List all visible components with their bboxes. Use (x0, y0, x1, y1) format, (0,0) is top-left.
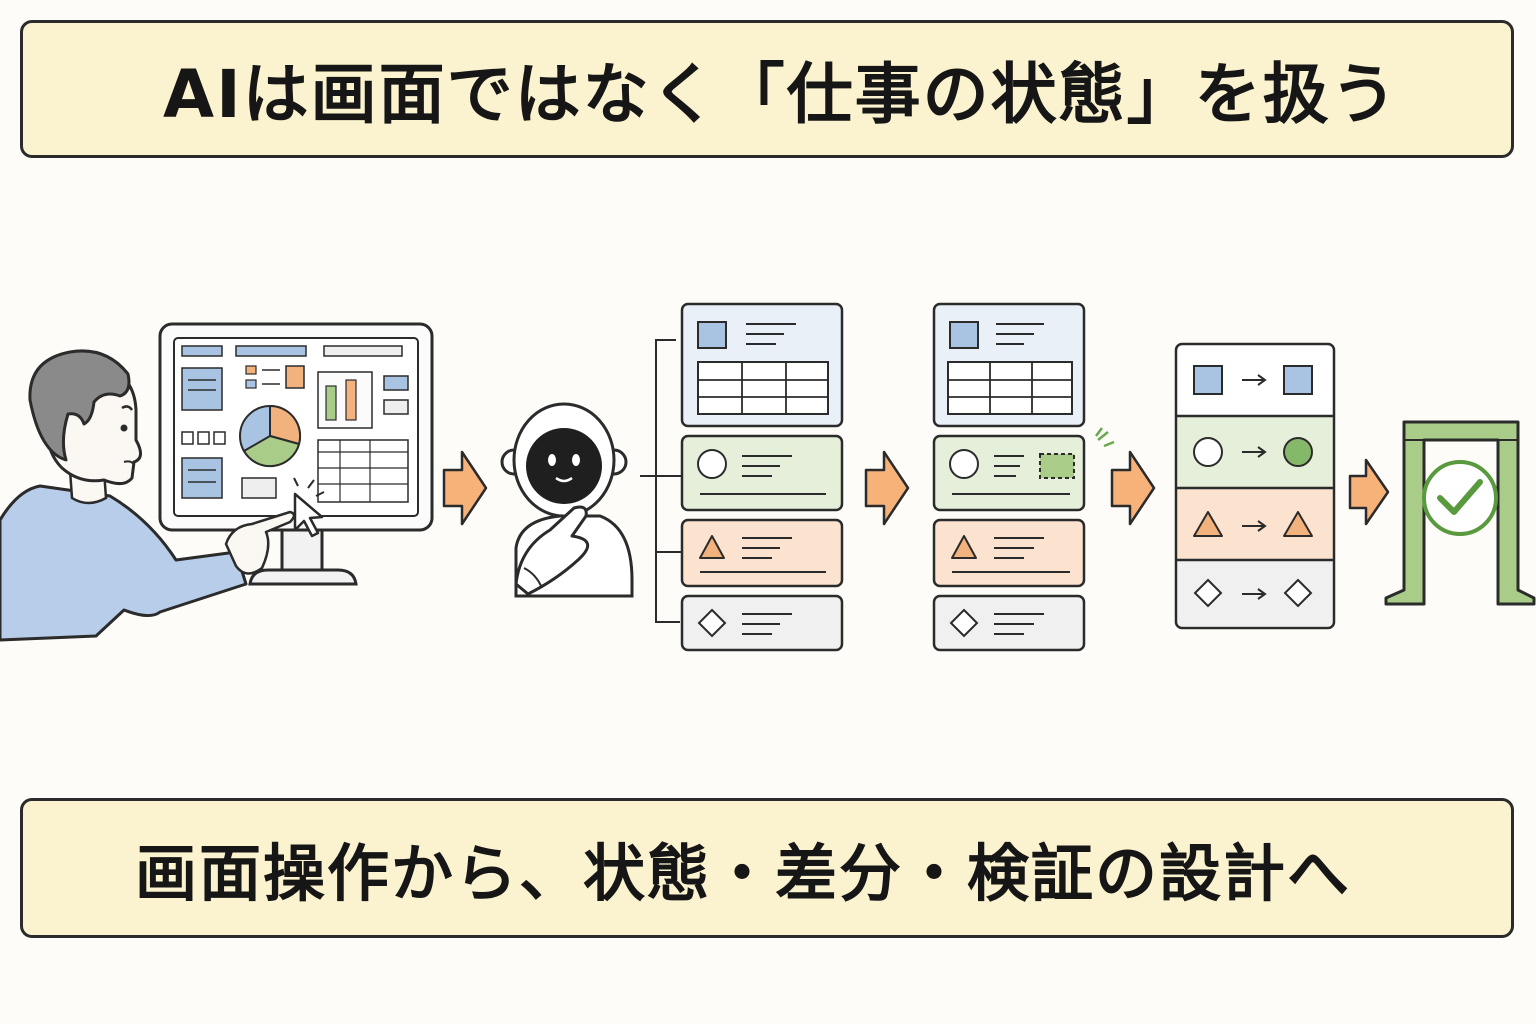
caption-banner: 画面操作から、状態・差分・検証の設計へ (20, 798, 1514, 938)
state-stack-structured (640, 302, 844, 652)
workflow-diagram (0, 302, 1536, 652)
state-stack-updated (932, 302, 1115, 652)
verification-gate (1384, 420, 1536, 606)
footer-caption: 画面操作から、状態・差分・検証の設計へ (135, 837, 1352, 910)
flow-arrow-4 (1348, 458, 1390, 526)
person-at-monitor-illustration (0, 322, 434, 642)
title-banner: AIは画面ではなく「仕事の状態」を扱う (20, 20, 1514, 158)
flow-arrow-1 (442, 450, 488, 526)
page-title: AIは画面ではなく「仕事の状態」を扱う (163, 56, 1399, 133)
ai-robot-illustration (500, 402, 634, 598)
check-icon (1422, 460, 1498, 536)
state-diff-table (1174, 342, 1336, 630)
flow-arrow-3 (1110, 450, 1156, 526)
flow-arrows (442, 450, 1390, 526)
flow-arrow-2 (864, 450, 910, 526)
